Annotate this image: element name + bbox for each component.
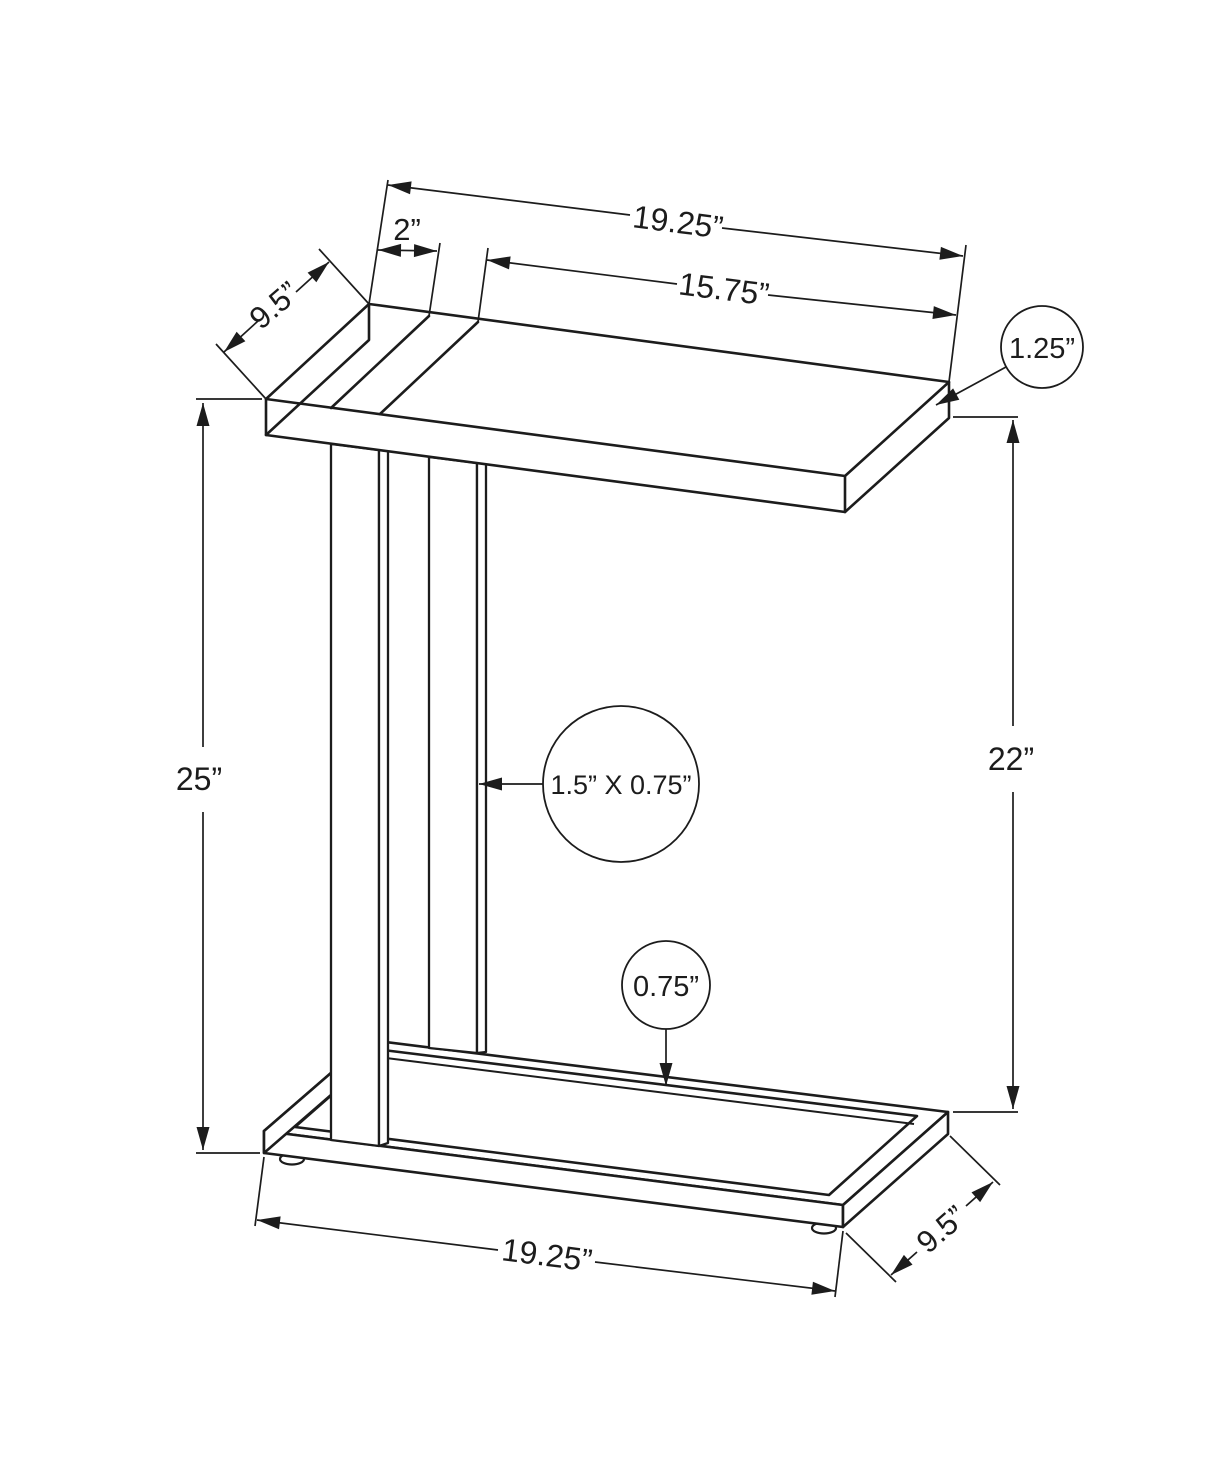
dim-top-edge-offset-label: 2” [393, 212, 421, 247]
dim-clearance-height-label: 22” [988, 741, 1034, 777]
extension-line [428, 242, 441, 317]
dimension-line [223, 320, 259, 353]
tabletop-leg-strip-line-1 [329, 314, 431, 410]
callout-circle [1000, 305, 1084, 389]
callout-leg-profile: 1.5” X 0.75” [479, 705, 700, 863]
tabletop-leg-strip-line-2 [378, 320, 480, 416]
rear-leg-post-side-face [475, 461, 488, 1055]
dim-base-depth-label: 9.5” [910, 1199, 973, 1260]
callout-top-thickness-label: 1.25” [1009, 333, 1075, 365]
rear-leg-post [427, 455, 488, 1055]
dimension-line [721, 227, 964, 260]
extension-line [834, 1230, 844, 1298]
base-frame [262, 1038, 950, 1229]
dim-overall-height-label: 25” [176, 761, 222, 797]
dimension-line [256, 1216, 499, 1251]
callout-base-profile: 0.75” [621, 940, 711, 1086]
dimension-line [890, 1251, 918, 1276]
callout-circle [542, 705, 700, 863]
dimension-line [377, 243, 438, 258]
extension-line [254, 1156, 265, 1227]
extension-line [215, 343, 267, 400]
leader-line [935, 366, 1007, 406]
extension-line [949, 1135, 1001, 1186]
front-leg-post [329, 442, 390, 1148]
callout-base-profile-label: 0.75” [633, 971, 699, 1003]
front-leg-post-side-face [377, 448, 390, 1148]
dim-top-open-length: 15.75” [477, 247, 957, 323]
extension-line [845, 1232, 897, 1283]
dimension-line [594, 1261, 836, 1295]
rear-leg-post-front-face [427, 455, 479, 1055]
callout-leg-profile-label: 1.5” X 0.75” [550, 770, 691, 800]
callout-top-thickness: 1.25” [935, 305, 1084, 406]
extension-line [368, 179, 389, 305]
base-right-end-face [841, 1110, 950, 1229]
dimension-line [387, 181, 631, 216]
extension-line [948, 244, 967, 383]
dim-clearance-height: 22” [953, 416, 1034, 1113]
dimension-line [767, 294, 957, 320]
front-leg-post-front-face [329, 442, 381, 1148]
extension-line [477, 247, 489, 323]
tabletop-left-end-edges [264, 302, 371, 437]
dimension-line [965, 1181, 994, 1207]
dim-base-length-label: 19.25” [500, 1231, 595, 1278]
callout-circle [621, 940, 711, 1030]
dim-top-open-length-label: 15.75” [677, 265, 772, 312]
dim-overall-height: 25” [176, 398, 262, 1154]
dim-top-edge-offset: 2” [377, 212, 441, 317]
base-inner-wall-edge [385, 1057, 915, 1125]
dimension-line [295, 261, 330, 293]
extension-line [318, 248, 370, 305]
dimension-line [486, 256, 678, 285]
dim-top-length-label: 19.25” [631, 198, 726, 245]
